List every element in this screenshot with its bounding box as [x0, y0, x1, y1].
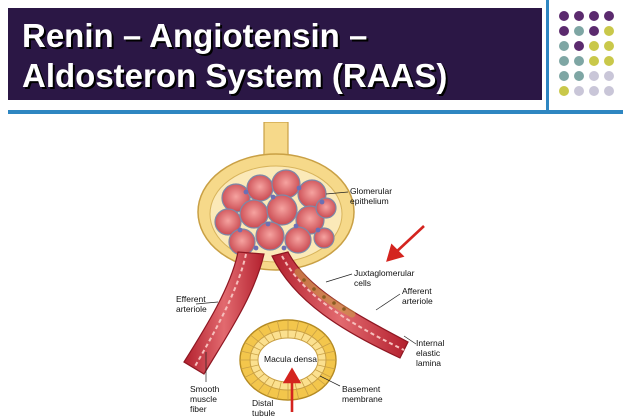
tubule-cell-wall: [241, 364, 259, 370]
tubule-cell-wall: [266, 379, 276, 397]
tubule-cell-wall: [314, 342, 332, 351]
decor-dot: [574, 71, 584, 81]
decor-dot: [604, 86, 614, 96]
decor-dot: [589, 11, 599, 21]
tubule-cell-wall: [317, 350, 335, 356]
red-arrow-macula-densa: [282, 367, 302, 412]
red-arrow-juxtaglomerular: [386, 225, 425, 262]
slide-title-line-2: Aldosteron System (RAAS): [22, 57, 448, 94]
decor-dot: [559, 11, 569, 21]
tubule-cell-wall: [294, 320, 300, 339]
decor-dot: [574, 11, 584, 21]
decor-dot: [604, 11, 614, 21]
decor-dot: [559, 86, 569, 96]
horizontal-divider: [8, 110, 623, 114]
tubule-cell-wall: [311, 334, 326, 347]
decor-dot: [604, 56, 614, 66]
slide-title-line-1: Renin – Angiotensin –: [22, 17, 368, 54]
decor-dot: [589, 26, 599, 36]
tubule-cell-wall: [314, 369, 332, 378]
tubule-cell-wall: [244, 369, 262, 378]
decor-dot: [559, 56, 569, 66]
tubule-cell-wall: [257, 376, 270, 392]
decor-dot: [559, 26, 569, 36]
tubule-cell-wall: [306, 376, 319, 392]
tubule-cell-wall: [250, 334, 265, 347]
tubule-cell-wall: [311, 373, 326, 386]
decor-dot: [574, 86, 584, 96]
tubule-cell-wall: [300, 379, 310, 397]
tubule-cell-wall: [266, 323, 276, 341]
decor-dot: [559, 41, 569, 51]
decor-dot: [559, 71, 569, 81]
decor-dot: [574, 26, 584, 36]
tubule-cell-wall: [244, 342, 262, 351]
decorative-dot-grid: [559, 11, 614, 96]
decor-dot: [589, 86, 599, 96]
decor-dot: [574, 56, 584, 66]
decor-dot: [604, 71, 614, 81]
tubule-cell-wall: [276, 381, 282, 400]
tubule-cell-wall: [276, 320, 282, 339]
label-macula-densa: Macula densa: [264, 354, 317, 364]
tubule-cell-wall: [306, 328, 319, 344]
slide-title: Renin – Angiotensin – Aldosteron System …: [22, 16, 447, 96]
decor-dot: [604, 26, 614, 36]
tubule-cell-wall: [294, 381, 300, 400]
decor-dot: [574, 41, 584, 51]
nephron-illustration: [183, 121, 425, 412]
tubule-cell-wall: [257, 328, 270, 344]
decor-dot: [589, 41, 599, 51]
tubule-cell-wall: [300, 323, 310, 341]
vertical-divider: [546, 0, 549, 112]
decor-dot: [589, 71, 599, 81]
decor-dot: [604, 41, 614, 51]
title-bar: Renin – Angiotensin – Aldosteron System …: [8, 8, 542, 100]
tubule-cell-wall: [250, 373, 265, 386]
tubule-cell-wall: [317, 364, 335, 370]
decor-dot: [589, 56, 599, 66]
tubule-cell-wall: [241, 350, 259, 356]
